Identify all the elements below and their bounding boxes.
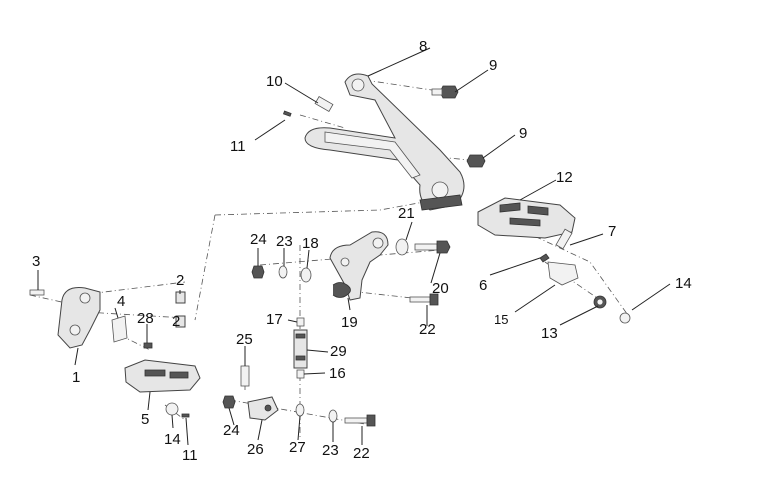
callout-4: 4: [117, 293, 125, 310]
callout-17: 17: [266, 311, 283, 328]
callout-2-lower: 2: [172, 313, 180, 330]
part-10-pin: [314, 95, 334, 113]
callout-27: 27: [289, 439, 306, 456]
callout-18: 18: [302, 235, 319, 252]
part-11-pin-left: [181, 413, 190, 418]
leader-lines: [37, 47, 671, 446]
callout-9-lower: 9: [519, 125, 527, 142]
callout-25: 25: [236, 331, 253, 348]
callout-24-lower: 24: [223, 422, 240, 439]
callout-7: 7: [608, 223, 616, 240]
part-26-clevis: [247, 396, 279, 421]
part-18-spacer: [300, 267, 312, 283]
callout-21: 21: [398, 205, 415, 222]
part-28-screw: [143, 342, 153, 349]
callout-14-left: 14: [164, 431, 181, 448]
callout-labels: 1 2 2 3 4 5 6 7 8 9 9 10 11 11 12 13 14 …: [32, 38, 692, 464]
callout-24-upper: 24: [250, 231, 267, 248]
part-14-washer-left: [165, 402, 179, 416]
part-9-bolt-lower: [466, 154, 486, 168]
part-23-washer-upper: [278, 265, 288, 279]
part-2-bushing-lower: [175, 315, 186, 328]
part-25-bolt: [240, 365, 250, 387]
callout-26: 26: [247, 441, 264, 458]
callout-3: 3: [32, 253, 40, 270]
callout-22-upper: 22: [419, 321, 436, 338]
part-20-bolt: [414, 240, 451, 254]
callout-10: 10: [266, 73, 283, 90]
callout-23-upper: 23: [276, 233, 293, 250]
part-22-bolt-lower: [344, 414, 376, 427]
callout-1: 1: [72, 369, 80, 386]
part-6-spring: [539, 253, 550, 263]
callout-6: 6: [479, 277, 487, 294]
callout-11-upper: 11: [230, 138, 246, 155]
part-18-19-brake-pedal-bracket: [329, 231, 389, 301]
callout-13: 13: [541, 325, 558, 342]
part-24-nut-lower: [222, 395, 236, 409]
part-5-footpeg-left: [124, 359, 201, 393]
callout-19: 19: [341, 314, 358, 331]
part-12-footpeg-right: [477, 197, 576, 250]
part-9-bolt-upper: [431, 85, 459, 99]
callout-29: 29: [330, 343, 347, 360]
part-23-washer-lower: [328, 409, 338, 423]
callout-11-lower: 11: [182, 447, 198, 464]
callout-16: 16: [329, 365, 346, 382]
part-3-bolt: [29, 289, 45, 296]
part-24-nut-upper: [251, 265, 265, 279]
callout-22-lower: 22: [353, 445, 370, 462]
part-15-bracket: [547, 261, 579, 286]
callout-20: 20: [432, 280, 449, 297]
part-14-washer-right: [619, 312, 631, 324]
part-21-washer: [395, 238, 409, 256]
part-4-plate: [111, 315, 128, 343]
callout-5: 5: [141, 411, 149, 428]
part-27-washer: [295, 403, 305, 417]
part-11-small-pin-upper: [282, 110, 292, 117]
callout-15: 15: [494, 312, 508, 327]
callout-2-upper: 2: [176, 272, 184, 289]
callout-8: 8: [419, 38, 427, 55]
callout-14-right: 14: [675, 275, 692, 292]
callout-23-lower: 23: [322, 442, 339, 459]
part-17-29-16-rod-assembly: [293, 317, 308, 379]
callout-28: 28: [137, 310, 154, 327]
callout-9-upper: 9: [489, 57, 497, 74]
callout-12: 12: [556, 169, 573, 186]
part-22-bolt-upper: [409, 293, 439, 306]
part-1-left-footpeg-bracket: [57, 287, 101, 349]
part-13-spring: [593, 295, 607, 309]
part-8-rear-bracket-arm: [304, 73, 465, 211]
